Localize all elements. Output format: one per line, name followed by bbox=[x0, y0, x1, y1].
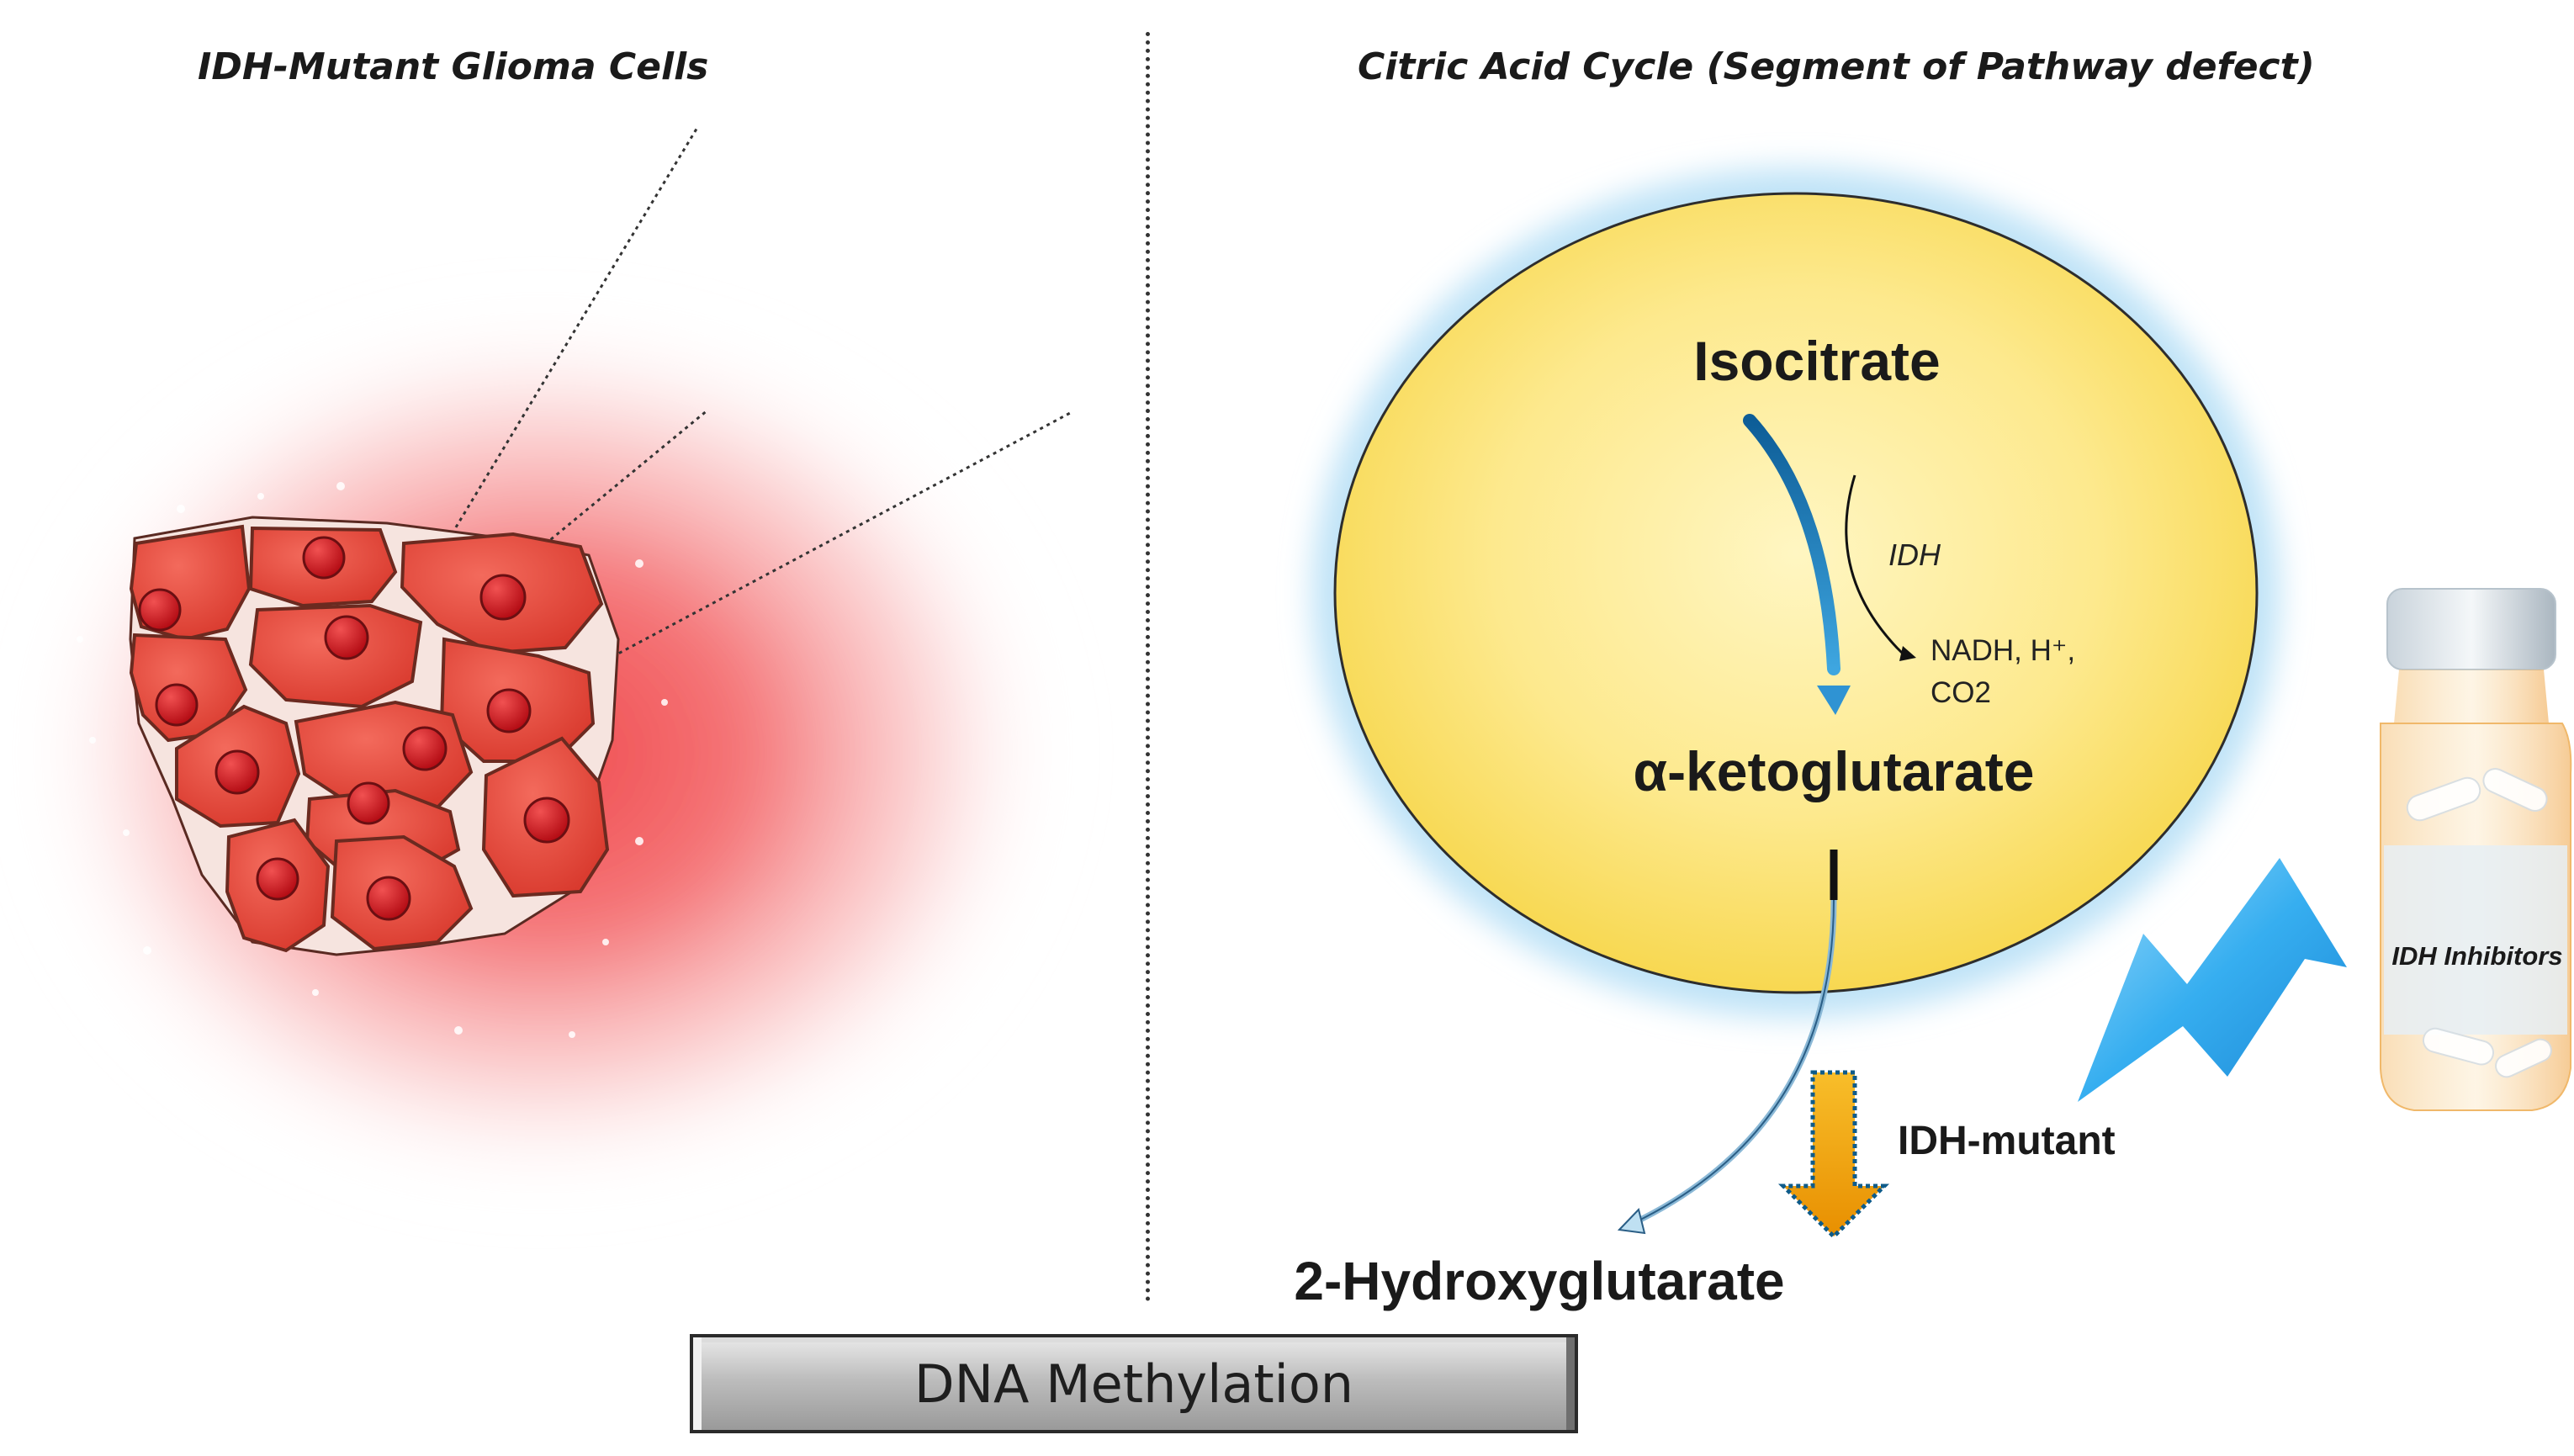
nucleus bbox=[366, 876, 411, 921]
byproducts-line-1: NADH, H⁺, bbox=[1930, 634, 2075, 667]
nucleus bbox=[256, 857, 299, 901]
zoom-line-3 bbox=[605, 410, 1072, 662]
byproducts-line-2: CO2 bbox=[1930, 676, 1991, 709]
nucleus bbox=[302, 536, 346, 580]
zoom-line-1 bbox=[442, 125, 700, 548]
nucleus bbox=[402, 726, 448, 771]
main-reaction-arrow bbox=[1743, 414, 1840, 675]
mutant-arrow bbox=[1777, 1070, 1890, 1240]
dna-methylation-label: DNA Methylation bbox=[914, 1353, 1354, 1415]
nucleus bbox=[324, 615, 369, 660]
nucleus bbox=[214, 749, 260, 795]
hydroxyglutarate-label: 2-Hydroxyglutarate bbox=[1294, 1251, 1784, 1311]
bottle-label-area bbox=[2384, 845, 2567, 1035]
enzyme-side-arrow bbox=[1845, 474, 1904, 655]
left-panel-title: IDH-Mutant Glioma Cells bbox=[198, 45, 709, 88]
alpha-ketoglutarate-label: α-ketoglutarate bbox=[1634, 740, 2035, 802]
branch-arrow-edge bbox=[1631, 899, 1835, 1225]
inhibitor-label: IDH Inhibitors bbox=[2391, 941, 2562, 971]
nucleus bbox=[479, 574, 527, 621]
dna-methylation-box: DNA Methylation bbox=[690, 1334, 1578, 1433]
nucleus bbox=[347, 781, 390, 825]
nucleus bbox=[155, 683, 199, 727]
right-panel-title: Citric Acid Cycle (Segment of Pathway de… bbox=[1358, 45, 2315, 88]
inhibitor-bottle: IDH Inhibitors bbox=[2380, 588, 2572, 1111]
tca-cycle: Isocitrate IDH NADH, H⁺, CO2 α-ketogluta… bbox=[1294, 168, 2280, 1311]
tca-oval bbox=[1333, 192, 2259, 994]
specks bbox=[77, 482, 668, 1038]
glioma-illustration bbox=[25, 125, 1072, 1194]
enzyme-side-arrowhead bbox=[1899, 646, 1916, 661]
panel-divider bbox=[1146, 32, 1150, 1302]
isocitrate-label: Isocitrate bbox=[1693, 330, 1940, 392]
bottle-cap bbox=[2386, 588, 2556, 670]
bottle-neck bbox=[2394, 670, 2549, 723]
zoom-line-2 bbox=[521, 408, 709, 565]
lightning-bolt bbox=[2078, 858, 2347, 1102]
nucleus bbox=[486, 688, 532, 733]
main-reaction-arrowhead bbox=[1817, 686, 1851, 715]
mutant-label: IDH-mutant bbox=[1898, 1119, 2116, 1163]
branch-arrowhead bbox=[1617, 1208, 1646, 1235]
nuclei bbox=[138, 536, 570, 921]
pills bbox=[2406, 768, 2552, 1078]
nucleus bbox=[523, 797, 570, 844]
enzyme-label: IDH bbox=[1888, 537, 1941, 572]
nucleus bbox=[138, 588, 182, 632]
